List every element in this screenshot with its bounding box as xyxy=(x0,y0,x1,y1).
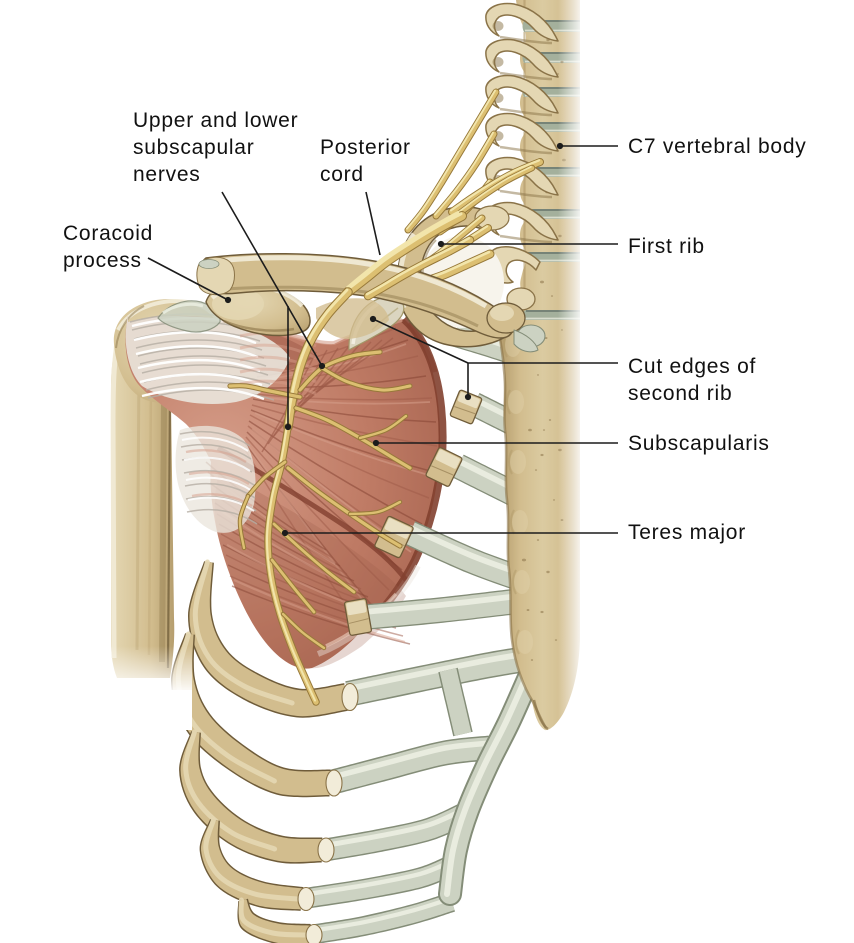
svg-text:Upper and lower: Upper and lower xyxy=(133,109,298,132)
svg-text:subscapular: subscapular xyxy=(133,136,254,159)
svg-text:Posterior: Posterior xyxy=(320,136,411,159)
svg-text:Coracoid: Coracoid xyxy=(63,222,153,245)
svg-text:process: process xyxy=(63,249,142,272)
svg-text:First rib: First rib xyxy=(628,235,705,258)
svg-text:C7 vertebral body: C7 vertebral body xyxy=(628,135,807,158)
svg-text:nerves: nerves xyxy=(133,163,201,186)
svg-text:Cut edges of: Cut edges of xyxy=(628,355,756,378)
svg-text:Teres major: Teres major xyxy=(628,521,746,544)
svg-text:cord: cord xyxy=(320,163,364,186)
svg-text:Subscapularis: Subscapularis xyxy=(628,432,770,455)
svg-text:second rib: second rib xyxy=(628,382,732,405)
